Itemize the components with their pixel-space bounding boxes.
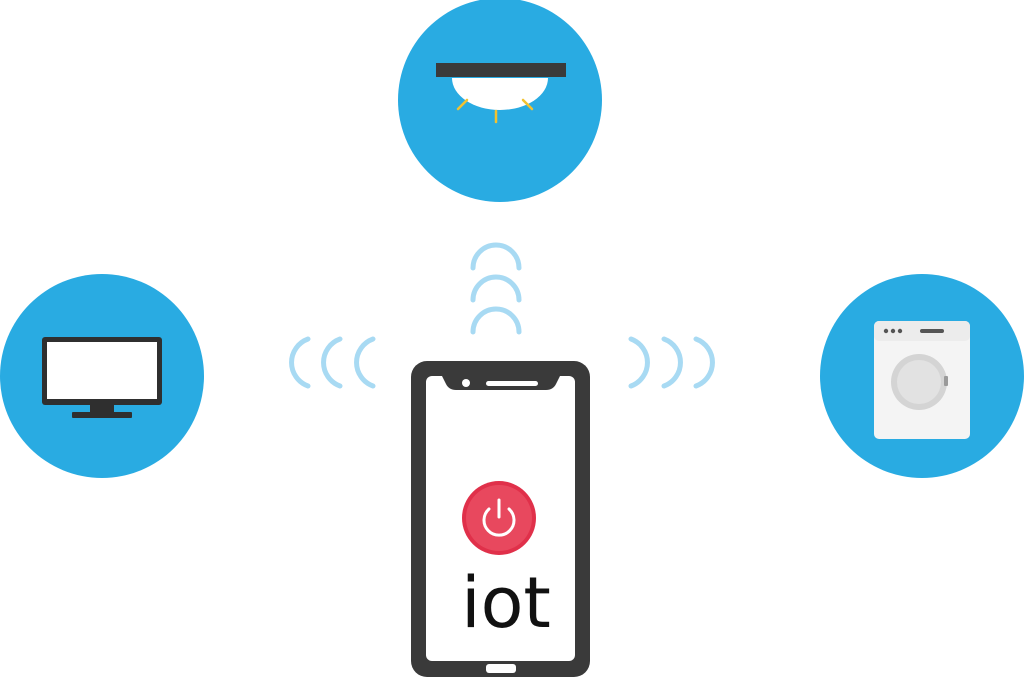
signal-right [628,336,715,389]
wifi-signal-icon [321,336,343,389]
wifi-signal-icon [470,242,522,271]
camera-icon [462,379,470,387]
wifi-signal-icon [470,274,522,303]
smartphone: iot [411,361,590,677]
wifi-signal-icon [289,336,311,389]
washing-machine-icon [874,321,970,439]
ceiling-light-icon [436,63,566,124]
wifi-signal-icon [628,336,650,389]
monitor-icon [42,337,162,418]
signal-left [289,336,376,389]
wifi-signal-icon [693,336,715,389]
speaker-grille [486,381,538,386]
wifi-signal-icon [661,336,683,389]
wifi-signal-icon [354,336,376,389]
ceiling-light-device [398,0,602,202]
wifi-signal-icon [470,306,522,335]
phone-label: iot [461,562,551,644]
washing-machine-device [820,274,1024,478]
home-button[interactable] [486,664,516,673]
power-button[interactable] [462,481,536,555]
power-icon [482,498,516,537]
signal-top [470,242,522,335]
monitor-device [0,274,204,478]
